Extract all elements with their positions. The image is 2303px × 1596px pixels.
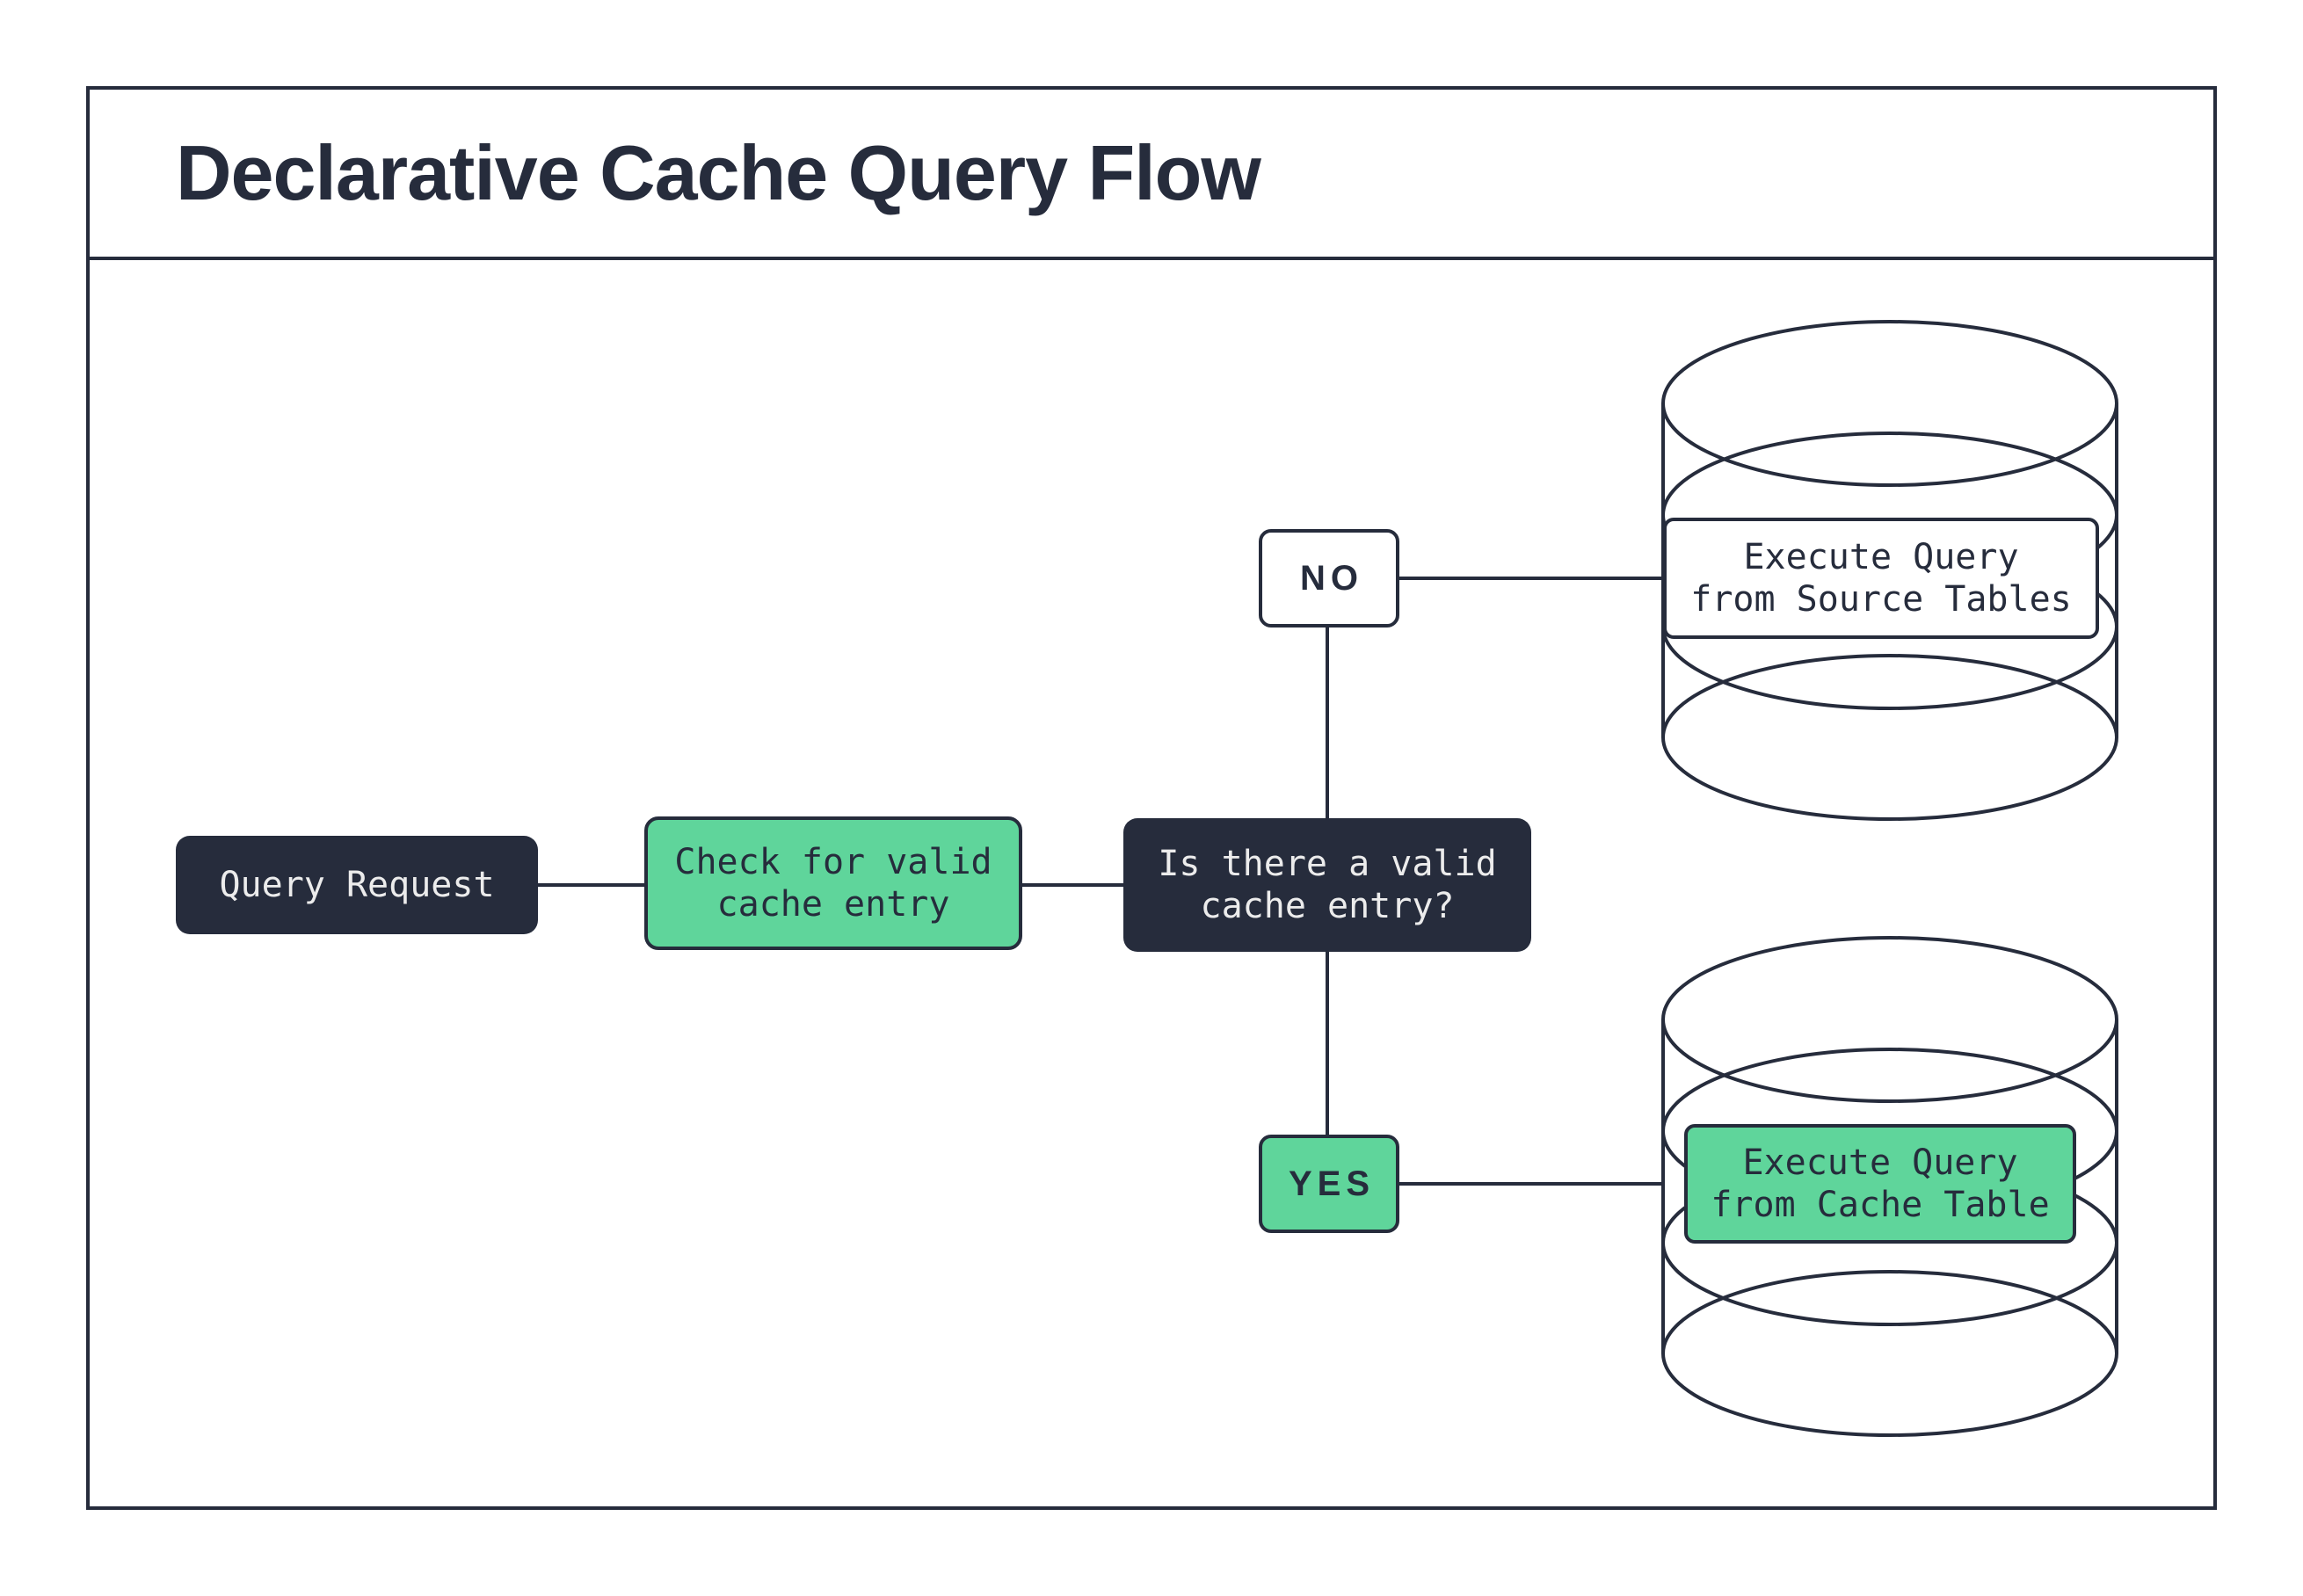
node-decision-valid-cache: Is there a valid cache entry?	[1123, 818, 1531, 952]
node-label-line: Execute Query	[1742, 1143, 2018, 1183]
title-bar: Declarative Cache Query Flow	[90, 90, 2213, 260]
branch-label-yes: YES	[1259, 1135, 1399, 1233]
branch-yes-label: YES	[1288, 1164, 1376, 1203]
node-label-line: from Source Tables	[1690, 579, 2072, 620]
branch-no-label: NO	[1300, 559, 1363, 598]
edge-no-to-source-db	[1398, 577, 1661, 580]
node-label-line: Is there a valid	[1158, 844, 1497, 884]
edge-decision-to-no	[1326, 626, 1329, 820]
node-check-cache: Check for valid cache entry	[644, 816, 1022, 950]
edge-check-to-decision	[1022, 883, 1123, 887]
branch-label-no: NO	[1259, 529, 1399, 628]
node-execute-cache: Execute Query from Cache Table	[1684, 1124, 2076, 1244]
node-label-line: Execute Query	[1743, 537, 2019, 577]
node-label-line: cache entry	[716, 884, 950, 925]
page-title: Declarative Cache Query Flow	[176, 129, 1261, 216]
edge-yes-to-cache-db	[1398, 1182, 1661, 1186]
node-label: Query Request	[219, 865, 495, 905]
node-execute-source: Execute Query from Source Tables	[1663, 518, 2099, 639]
node-label-line: Check for valid	[674, 842, 992, 882]
edge-query-to-check	[538, 883, 644, 887]
node-label-line: cache entry?	[1200, 886, 1455, 926]
cache-table-database	[1660, 936, 2120, 1437]
database-cylinder-icon	[1661, 936, 2118, 1437]
node-label-line: from Cache Table	[1711, 1185, 2050, 1225]
edge-decision-to-yes	[1326, 950, 1329, 1136]
node-query-request: Query Request	[176, 836, 538, 934]
